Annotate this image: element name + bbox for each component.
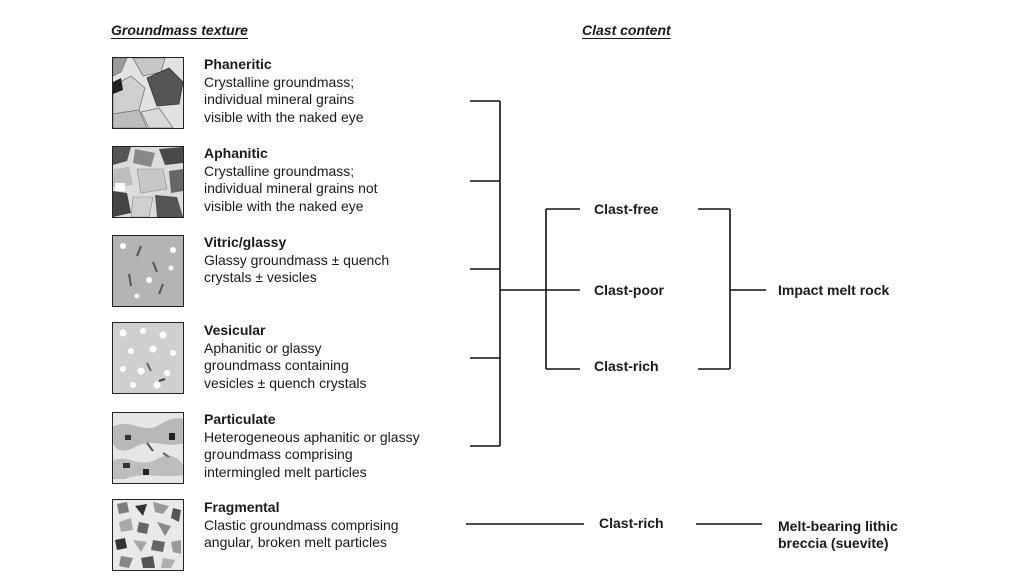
description-line: Clastic groundmass comprising <box>204 516 399 533</box>
aphanitic-description: Aphanitic Crystalline groundmass; indivi… <box>204 145 484 215</box>
description-line: groundmass comprising <box>204 446 353 462</box>
vitric-glassy-description: Vitric/glassy Glassy groundmass ± quench… <box>204 234 484 287</box>
clast-rich-fragmental-label: Clast-rich <box>599 515 664 531</box>
clast-free-label: Clast-free <box>594 201 659 217</box>
breccia-line: breccia (suevite) <box>778 535 889 551</box>
description-line: visible with the naked eye <box>204 108 364 125</box>
description-line: individual mineral grains <box>204 91 355 107</box>
vesicular-title: Vesicular <box>204 322 266 338</box>
description-line: Crystalline groundmass; <box>204 73 355 90</box>
fragmental-description: Fragmental Clastic groundmass comprising… <box>204 499 484 552</box>
description-line: Aphanitic or glassy <box>204 339 322 356</box>
clast-rich-label: Clast-rich <box>594 358 659 374</box>
description-line: Crystalline groundmass; <box>204 162 355 179</box>
aphanitic-texture-image <box>112 146 184 218</box>
phaneritic-title: Phaneritic <box>204 56 272 72</box>
impact-melt-rock-label: Impact melt rock <box>778 282 890 298</box>
description-line: Heterogeneous aphanitic or glassy <box>204 428 420 445</box>
vesicular-texture-image <box>112 322 184 394</box>
phaneritic-texture-image <box>112 57 184 129</box>
breccia-line: Melt-bearing lithic <box>778 518 898 534</box>
description-line: groundmass containing <box>204 357 349 373</box>
melt-bearing-breccia-label: Melt-bearing lithic breccia (suevite) <box>778 518 898 552</box>
description-line: vesicles ± quench crystals <box>204 374 367 391</box>
vitric-glassy-texture-image <box>112 235 184 307</box>
description-line: visible with the naked eye <box>204 197 364 214</box>
groundmass-texture-heading: Groundmass texture <box>111 22 248 38</box>
particulate-description: Particulate Heterogeneous aphanitic or g… <box>204 411 484 481</box>
description-line: individual mineral grains not <box>204 180 378 196</box>
description-line: crystals ± vesicles <box>204 269 317 285</box>
vitric-glassy-title: Vitric/glassy <box>204 234 287 250</box>
aphanitic-title: Aphanitic <box>204 145 268 161</box>
clast-content-heading: Clast content <box>582 22 671 38</box>
fragmental-texture-image <box>112 499 184 571</box>
vesicular-description: Vesicular Aphanitic or glassy groundmass… <box>204 322 484 392</box>
clast-poor-label: Clast-poor <box>594 282 664 298</box>
description-line: angular, broken melt particles <box>204 534 387 550</box>
description-line: Glassy groundmass ± quench <box>204 251 390 268</box>
description-line: intermingled melt particles <box>204 463 367 480</box>
particulate-title: Particulate <box>204 411 276 427</box>
fragmental-title: Fragmental <box>204 499 280 515</box>
phaneritic-description: Phaneritic Crystalline groundmass; indiv… <box>204 56 484 126</box>
particulate-texture-image <box>112 412 184 484</box>
